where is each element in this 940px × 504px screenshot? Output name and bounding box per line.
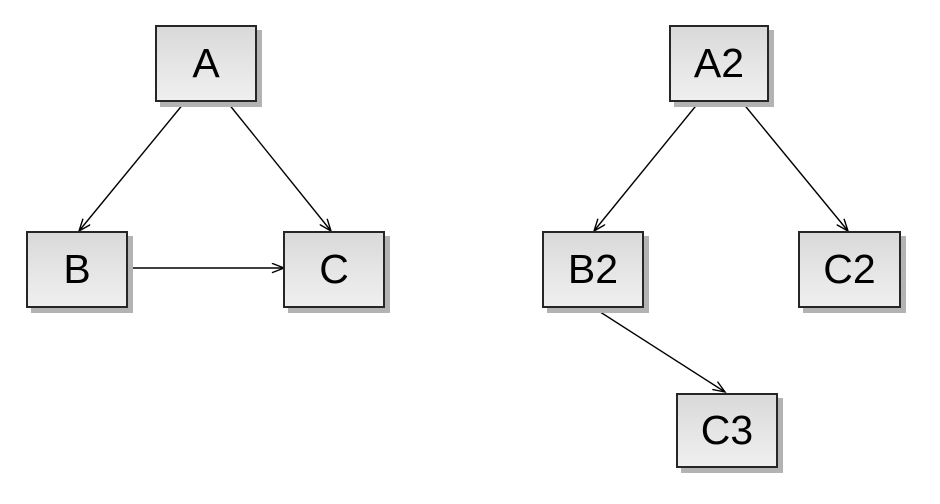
- node-A2-label: A2: [693, 40, 745, 86]
- node-B[interactable]: B: [26, 231, 128, 308]
- node-C-label: C: [319, 246, 349, 292]
- node-B2[interactable]: B2: [542, 231, 644, 308]
- edge-A2-B2: [594, 101, 700, 231]
- edge-A-B: [79, 102, 185, 231]
- edge-A-C: [227, 102, 331, 231]
- node-C[interactable]: C: [283, 231, 385, 308]
- node-B2-label: B2: [567, 246, 619, 292]
- node-C3[interactable]: C3: [676, 393, 778, 468]
- node-A[interactable]: A: [155, 25, 257, 102]
- edge-A2-C2: [741, 101, 848, 231]
- node-C2[interactable]: C2: [798, 231, 901, 308]
- node-A2[interactable]: A2: [669, 25, 769, 102]
- node-C3-label: C3: [700, 407, 754, 453]
- node-B-label: B: [63, 246, 91, 292]
- edge-B2-C3: [593, 307, 725, 392]
- node-C2-label: C2: [823, 246, 876, 292]
- node-A-label: A: [192, 40, 220, 86]
